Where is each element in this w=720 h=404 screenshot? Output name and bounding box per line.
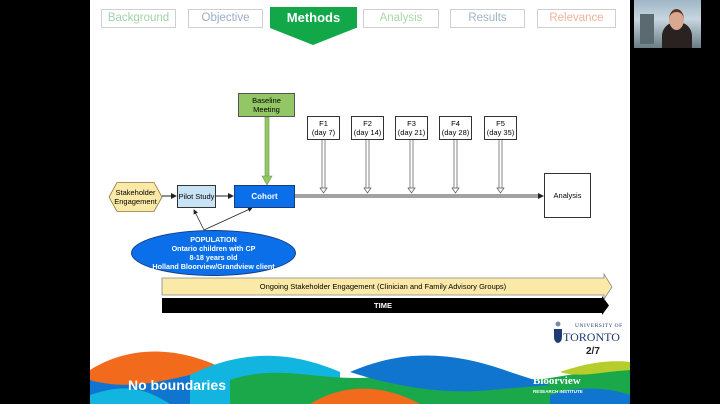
uoft-small-text: UNIVERSITY OF [575, 323, 623, 329]
tab-relevance[interactable]: Relevance [537, 9, 616, 28]
cohort-box: Cohort [234, 185, 295, 208]
diagram-connectors [90, 116, 630, 404]
tab-methods[interactable]: Methods [270, 7, 357, 28]
followup-label: F2 [363, 119, 372, 128]
ongoing-arrow [161, 272, 613, 301]
tab-background[interactable]: Background [101, 9, 176, 28]
followup-label: F5 [496, 119, 505, 128]
webcam-thumbnail[interactable] [634, 0, 701, 48]
followup-box-f1: F1(day 7) [307, 116, 340, 140]
arrow-baseline-shaft [264, 116, 270, 178]
pilot-study-box: Pilot Study [177, 185, 216, 208]
stakeholder-engagement-label: Stakeholder Engagement [114, 188, 157, 206]
followup-box-f2: F2(day 14) [351, 116, 384, 140]
population-title: POPULATION [190, 235, 237, 244]
followup-day: (day 35) [486, 128, 515, 137]
followup-arrows [319, 140, 505, 194]
slide: Background Objective Methods Analysis Re… [90, 0, 630, 404]
population-line: Ontario children with CP [171, 244, 256, 253]
followup-day: (day 28) [441, 128, 470, 137]
time-arrow [162, 296, 609, 315]
followup-box-f5: F5(day 35) [484, 116, 517, 140]
followup-label: F1 [319, 119, 328, 128]
stakeholder-hexagon [108, 182, 163, 212]
tab-results[interactable]: Results [450, 9, 525, 28]
tab-analysis[interactable]: Analysis [363, 9, 439, 28]
baseline-meeting-box: Baseline Meeting [238, 93, 295, 117]
arrow-to-analysis [538, 193, 544, 199]
followup-day: (day 7) [311, 128, 336, 137]
followup-box-f3: F3(day 21) [395, 116, 428, 140]
uoft-big-text: TORONTO [563, 330, 620, 344]
slogan: No boundaries [128, 377, 227, 393]
webcam-face [669, 9, 684, 30]
active-tab-pointer [270, 28, 356, 45]
population-line: Holland Bloorview/Grandview client [152, 262, 275, 271]
arrow-population-pilot [193, 209, 205, 231]
followup-label: F3 [407, 119, 416, 128]
population-ellipse: POPULATION Ontario children with CP 8-18… [131, 230, 296, 276]
followup-day: (day 14) [353, 128, 382, 137]
uoft-crest-icon [553, 320, 563, 344]
population-line: 8-18 years old [189, 253, 238, 262]
bloorview-logo: Bloorview [533, 375, 581, 387]
followup-box-f4: F4(day 28) [439, 116, 472, 140]
bloorview-subtitle: RESEARCH INSTITUTE [533, 389, 583, 394]
followup-label: F4 [451, 119, 460, 128]
webcam-building [640, 14, 654, 44]
ongoing-engagement-label: Ongoing Stakeholder Engagement (Clinicia… [259, 282, 507, 291]
arrow-population-cohort [203, 207, 253, 231]
page-number: 2/7 [586, 346, 600, 357]
analysis-box: Analysis [544, 173, 591, 218]
followup-day: (day 21) [397, 128, 426, 137]
arrow-baseline-head [261, 175, 273, 186]
time-label: TIME [374, 301, 392, 310]
footer-waves [90, 351, 630, 404]
tab-objective[interactable]: Objective [188, 9, 263, 28]
